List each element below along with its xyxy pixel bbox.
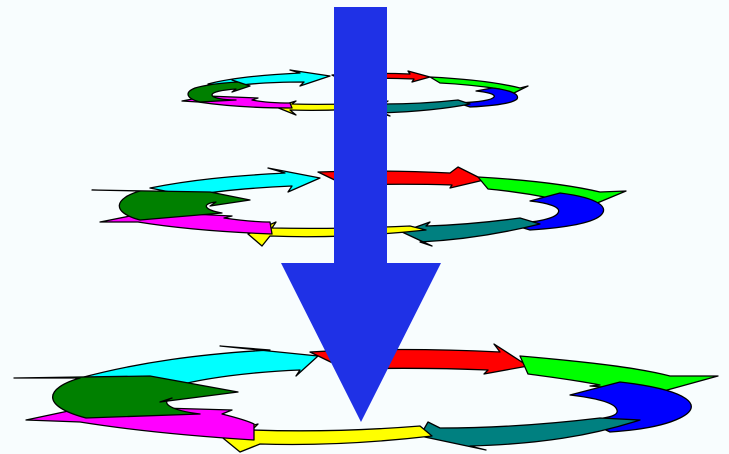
ring-middle-segment-teal (402, 218, 540, 246)
ring-bottom-segment-teal (420, 418, 640, 450)
